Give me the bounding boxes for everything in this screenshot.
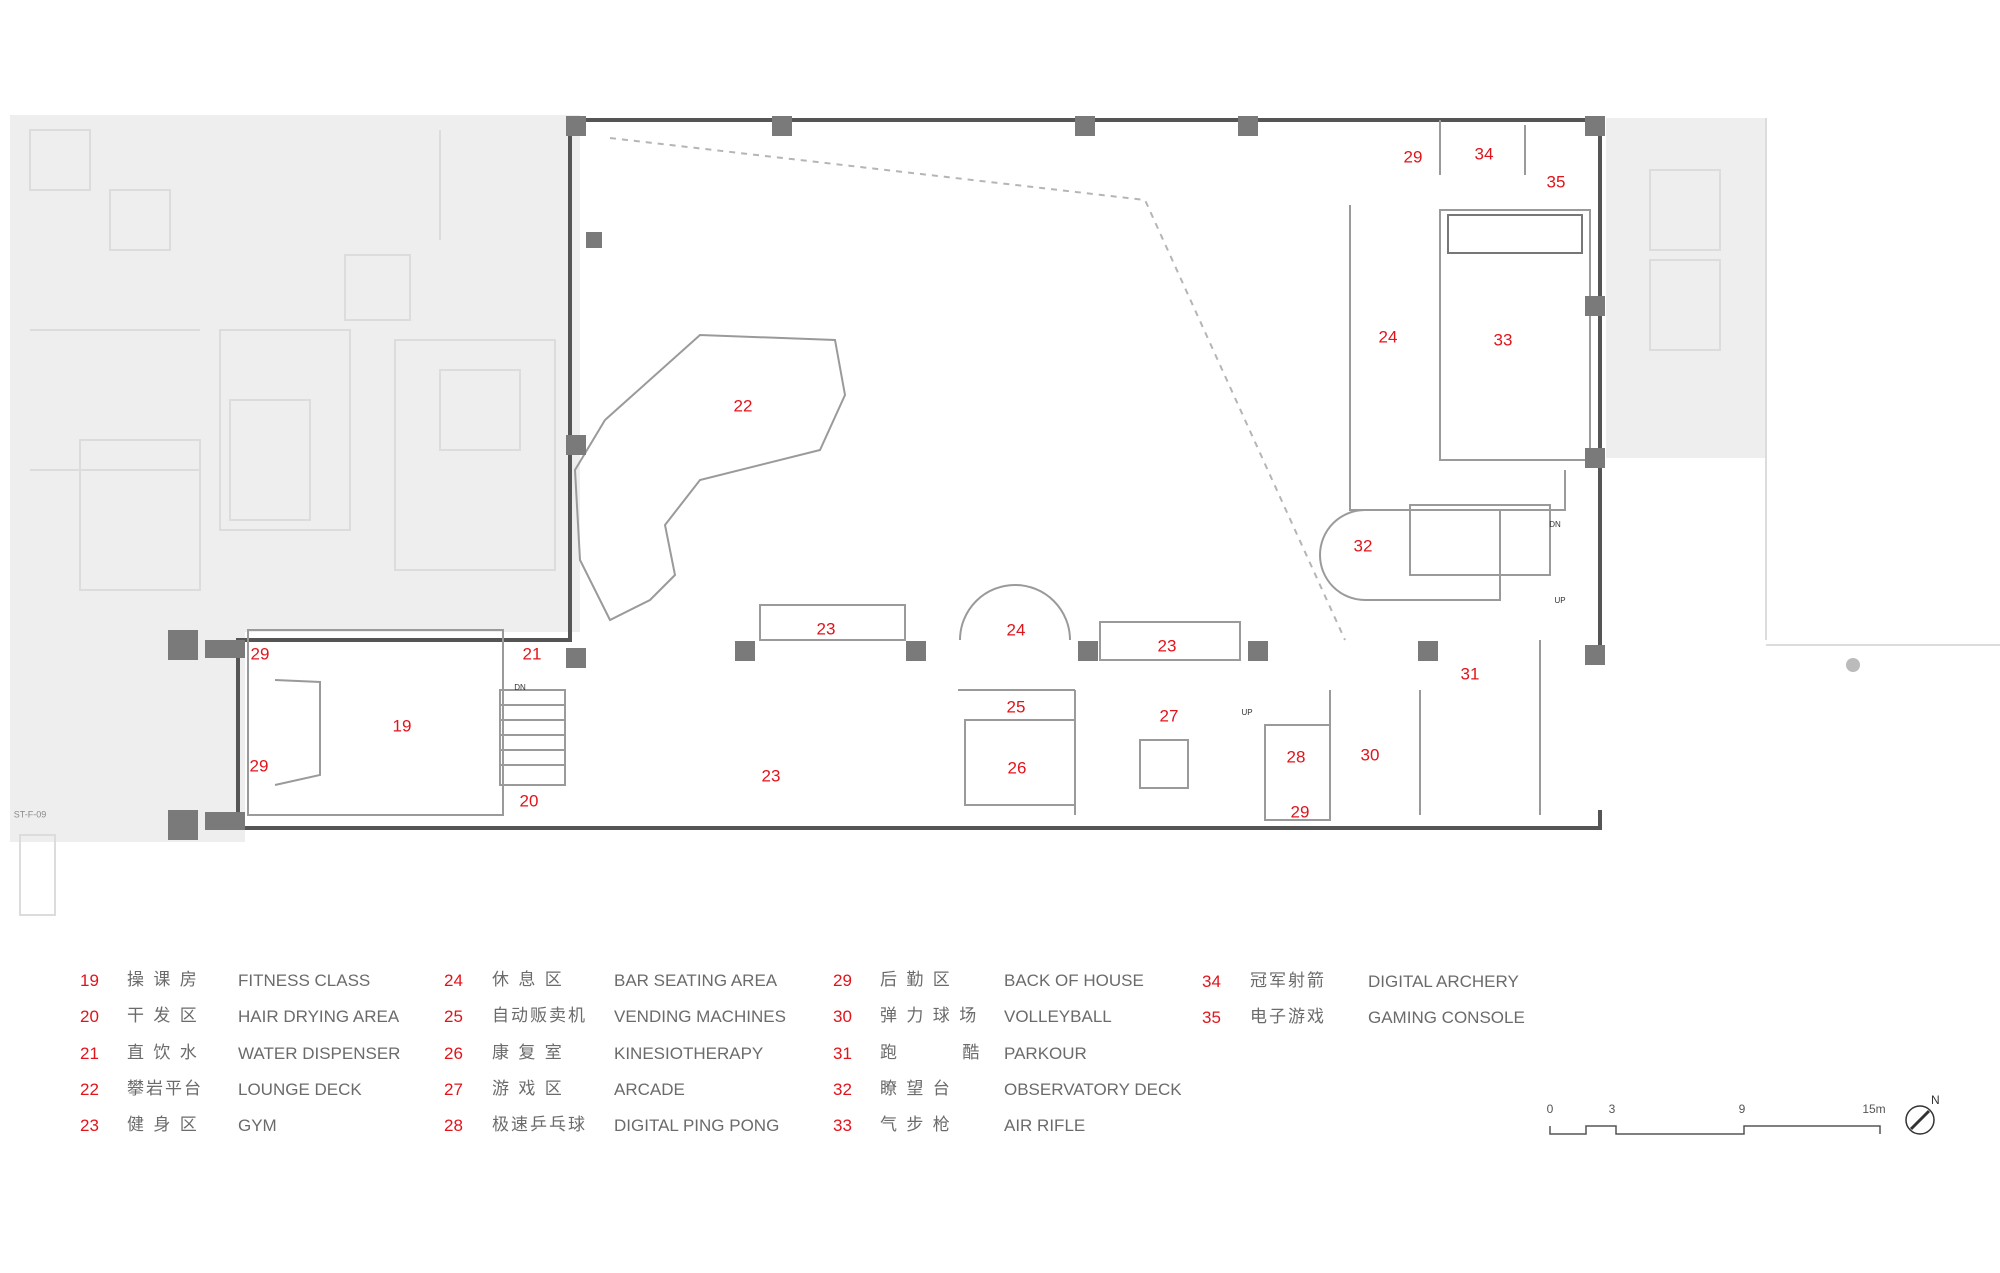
room-label-24: 24 [1378, 327, 1398, 347]
columns [168, 116, 1605, 840]
room-label-28: 28 [1286, 747, 1306, 767]
room-label-33: 33 [1493, 330, 1513, 350]
north-label: N [1931, 1093, 1940, 1107]
room-label-20: 20 [519, 791, 539, 811]
north-arrow-icon [1905, 1105, 1935, 1135]
room-label-29: 29 [250, 644, 270, 664]
room-label-22: 22 [733, 396, 753, 416]
room-label-27: 27 [1159, 706, 1179, 726]
scale-tick-label: 3 [1608, 1102, 1616, 1116]
room-label-23: 23 [816, 619, 836, 639]
room-label-35: 35 [1546, 172, 1566, 192]
context-right [1606, 118, 2000, 672]
room-label-23: 23 [1157, 636, 1177, 656]
room-label-26: 26 [1007, 758, 1027, 778]
room-label-29: 29 [1290, 802, 1310, 822]
scale-bar-graphic [1549, 1125, 1881, 1135]
room-label-21: 21 [522, 644, 542, 664]
room-label-19: 19 [392, 716, 412, 736]
scale-tick-label: 0 [1546, 1102, 1554, 1116]
adjacent-tag: ST-F-09 [13, 809, 47, 820]
stair-dn-label: DN [1549, 520, 1561, 529]
room-label-24: 24 [1006, 620, 1026, 640]
scale-tick-label: 15m [1862, 1102, 1886, 1116]
interior-lines [247, 120, 1591, 821]
room-label-25: 25 [1006, 697, 1026, 717]
room-label-32: 32 [1353, 536, 1373, 556]
room-label-34: 34 [1474, 144, 1494, 164]
context-left [10, 115, 580, 916]
room-label-23: 23 [761, 766, 781, 786]
room-label-29: 29 [249, 756, 269, 776]
room-label-30: 30 [1360, 745, 1380, 765]
scale-tick-label: 9 [1738, 1102, 1746, 1116]
stair-up-label: UP [1554, 596, 1566, 605]
room-label-29: 29 [1403, 147, 1423, 167]
stair-up-label: UP [1241, 708, 1253, 717]
stair-dn-label: DN [514, 683, 526, 692]
room-label-31: 31 [1460, 664, 1480, 684]
